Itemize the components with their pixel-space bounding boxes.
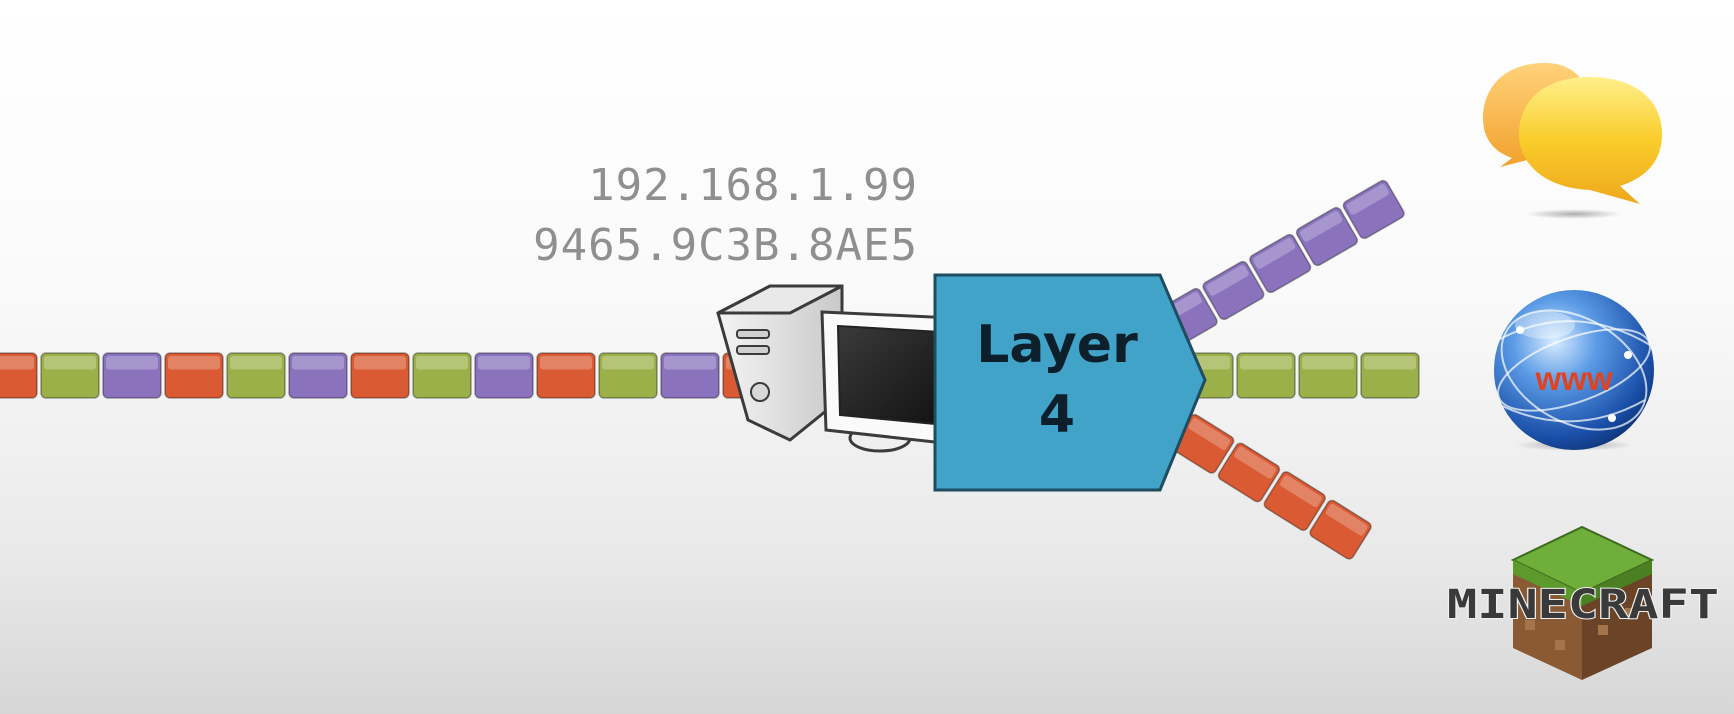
data-segment-purple — [1342, 179, 1405, 240]
data-segment-green-highlight — [230, 356, 282, 370]
data-segment-orange — [1309, 499, 1372, 560]
chat-bubbles-icon — [1483, 63, 1662, 219]
data-segment-green-highlight — [1302, 356, 1354, 370]
data-segment-green — [40, 352, 100, 399]
computer-icon — [716, 284, 964, 453]
mac-address: 9465.9C3B.8AE5 — [533, 220, 918, 271]
data-segment-orange — [536, 352, 596, 399]
data-segment-orange-highlight — [1280, 475, 1322, 508]
orange-output-stream — [1171, 413, 1372, 560]
layer-number: 4 — [1039, 385, 1075, 445]
data-segment-green — [1360, 352, 1420, 399]
data-segment-orange-highlight — [354, 356, 406, 370]
data-segment-green — [226, 352, 286, 399]
layer-label: Layer — [976, 315, 1138, 375]
data-segment-purple — [660, 352, 720, 399]
data-segment-purple-highlight — [1346, 184, 1389, 215]
computer-monitor — [820, 310, 964, 453]
ip-address: 192.168.1.99 — [588, 160, 918, 211]
data-segment-purple-highlight — [292, 356, 344, 370]
data-segment-orange-highlight — [168, 356, 220, 370]
data-segment-orange-highlight — [0, 356, 34, 370]
data-segment-green — [1236, 352, 1296, 399]
data-segment-orange-highlight — [1234, 446, 1277, 479]
data-segment-purple-highlight — [1253, 238, 1296, 269]
computer-tower — [716, 284, 844, 442]
data-segment-green-highlight — [1364, 356, 1416, 370]
data-segment-orange-highlight — [1188, 418, 1231, 450]
data-segment-purple-highlight — [478, 356, 530, 370]
data-segment-purple-highlight — [106, 356, 158, 370]
data-segment-orange — [164, 352, 224, 399]
minecraft-logo-icon: MINECRAFT — [1446, 525, 1720, 680]
data-segment-purple — [288, 352, 348, 399]
data-segment-green-highlight — [416, 356, 468, 370]
data-segment-orange — [1263, 471, 1326, 531]
data-segment-purple — [1249, 233, 1312, 294]
data-segment-purple-highlight — [664, 356, 716, 370]
data-segment-purple-highlight — [1206, 265, 1249, 296]
www-globe-icon: www — [1494, 290, 1654, 451]
data-segment-green-highlight — [1240, 356, 1292, 370]
data-segment-green — [1298, 352, 1358, 399]
data-segment-purple — [1295, 206, 1359, 267]
data-segment-green-highlight — [602, 356, 654, 370]
minecraft-label: MINECRAFT — [1447, 582, 1719, 628]
www-label: www — [1534, 360, 1612, 397]
incoming-data-stream — [0, 352, 782, 399]
data-segment-green — [598, 352, 658, 399]
data-segment-orange — [350, 352, 410, 399]
data-segment-purple — [102, 352, 162, 399]
data-segment-purple-highlight — [1299, 211, 1343, 242]
purple-output-stream — [1155, 179, 1405, 348]
green-output-stream — [1174, 352, 1420, 399]
data-segment-orange-highlight — [540, 356, 592, 370]
layer-4-box: Layer 4 — [933, 273, 1207, 492]
data-segment-green-highlight — [44, 356, 96, 370]
data-segment-green — [412, 352, 472, 399]
data-segment-orange — [0, 352, 38, 399]
data-segment-purple — [1202, 260, 1265, 321]
data-segment-orange — [1217, 442, 1281, 503]
data-segment-purple — [474, 352, 534, 399]
data-segment-orange-highlight — [1325, 503, 1368, 536]
